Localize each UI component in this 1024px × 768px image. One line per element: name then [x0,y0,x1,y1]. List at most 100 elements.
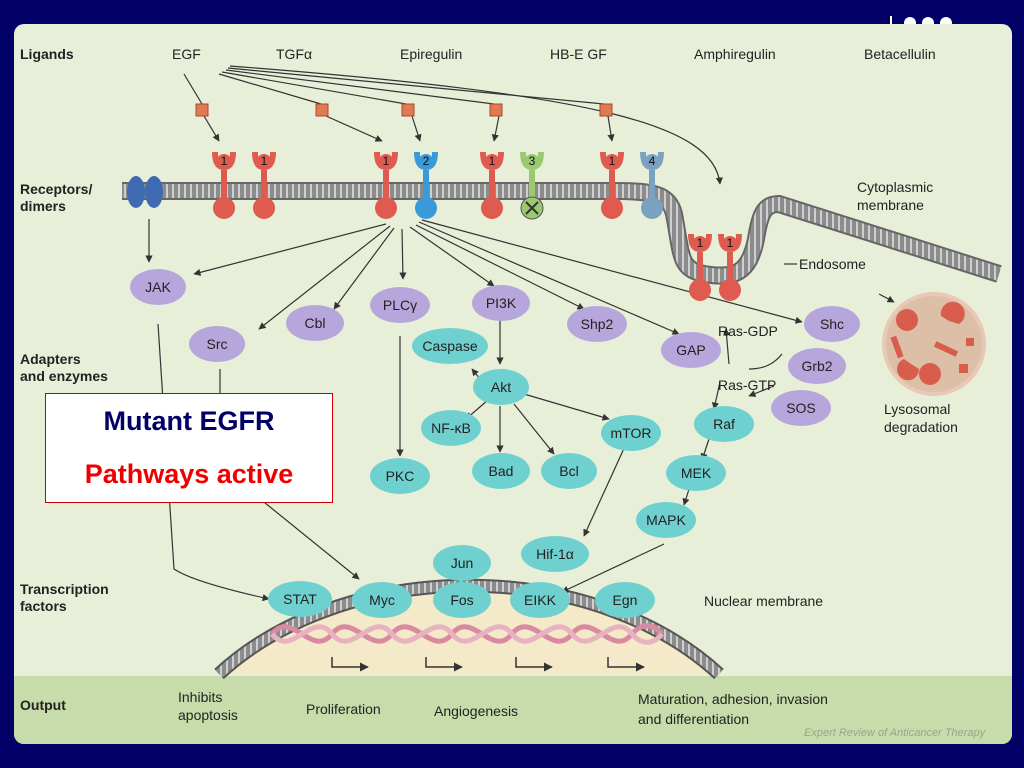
mutant-egfr-callout: Mutant EGFR Pathways active [45,393,333,503]
receptor-3: 3 [520,152,544,220]
receptor-number: 1 [727,236,734,250]
pi3k-molecule-label: PI3K [486,295,517,311]
gap-molecule-label: GAP [676,342,706,358]
output-angiogenesis: Angiogenesis [434,703,518,719]
row-label-receptors: Receptors/dimers [20,181,92,214]
receptor-number: 1 [261,154,268,168]
endosome-label: Endosome [799,256,866,272]
output-band [14,676,1012,744]
jak-molecule: JAK [130,269,186,305]
credit-watermark: Expert Review of Anticancer Therapy [804,727,987,739]
receptor-number: 1 [221,154,228,168]
myc-molecule-label: Myc [369,592,395,608]
hif1a-molecule-label: Hif-1α [536,546,574,562]
ligand-particle [599,103,613,117]
egn-molecule-label: Egn [613,592,638,608]
egn-molecule: Egn [595,582,655,618]
receptor-number: 2 [423,154,430,168]
mek-molecule: MEK [666,455,726,491]
gap-molecule: GAP [661,332,721,368]
row-label-ligands: Ligands [20,46,74,62]
mtor-molecule: mTOR [601,415,661,451]
jun-molecule: Jun [433,545,491,581]
bad-molecule-label: Bad [489,463,514,479]
receptor-number: 1 [383,154,390,168]
nfkb-molecule: NF-κB [421,410,481,446]
stat-molecule: STAT [268,581,332,617]
ligand-hb-egf: HB-E GF [550,46,607,62]
receptor-1: 1 [600,152,624,219]
shp2-molecule-label: Shp2 [581,316,614,332]
ligand-amphiregulin: Amphiregulin [694,46,776,62]
pkc-molecule-label: PKC [386,468,415,484]
ligand-epiregulin: Epiregulin [400,46,462,62]
nfkb-molecule-label: NF-κB [431,420,471,436]
jak-receptor-dimer [127,176,163,208]
eikk-molecule-label: EIKK [524,592,557,608]
lysosome [882,292,986,396]
receptor-number: 3 [529,154,536,168]
pathway-arrows [145,65,895,602]
raf-molecule-label: Raf [713,416,735,432]
fos-molecule: Fos [433,582,491,618]
ligand-names: EGF TGFα Epiregulin HB-E GF Amphiregulin… [172,46,936,62]
cbl-molecule: Cbl [286,305,344,341]
receptor-1: 1 [718,234,742,301]
ligand-tgfa: TGFα [276,46,312,62]
jak-molecule-label: JAK [145,279,171,295]
jun-molecule-label: Jun [451,555,474,571]
caspase-molecule-label: Caspase [422,338,477,354]
receptor-number: 4 [649,154,656,168]
receptor-1: 1 [688,234,712,301]
receptor-2: 2 [414,152,438,219]
receptor-1: 1 [374,152,398,219]
shc-molecule-label: Shc [820,316,844,332]
grb2-molecule: Grb2 [788,348,846,384]
pkc-molecule: PKC [370,458,430,494]
shc-molecule: Shc [804,306,860,342]
receptor-layer: 1 1 1 2 1 3 1 4 1 1 [127,152,742,301]
receptor-4: 4 [640,152,664,219]
akt-molecule-label: Akt [491,379,511,395]
caspase-molecule: Caspase [412,328,488,364]
output-proliferation: Proliferation [306,701,381,717]
callout-title: Mutant EGFR [103,406,275,436]
bad-molecule: Bad [472,453,530,489]
eikk-molecule: EIKK [510,582,570,618]
pi3k-molecule: PI3K [472,285,530,321]
receptor-number: 1 [697,236,704,250]
receptor-1: 1 [212,152,236,219]
mapk-molecule: MAPK [636,502,696,538]
receptor-number: 1 [489,154,496,168]
plcg-molecule: PLCγ [370,287,430,323]
mapk-molecule-label: MAPK [646,512,686,528]
receptor-1: 1 [480,152,504,219]
bcl-molecule-label: Bcl [559,463,578,479]
mtor-molecule-label: mTOR [611,425,652,441]
ras-gdp-label: Ras-GDP [718,323,778,339]
callout-subtitle: Pathways active [84,459,294,489]
raf-molecule: Raf [694,406,754,442]
grb2-molecule-label: Grb2 [801,358,832,374]
ligand-particle [315,103,329,117]
ligand-particle [489,103,503,117]
myc-molecule: Myc [352,582,412,618]
plcg-molecule-label: PLCγ [383,297,417,313]
hif1a-molecule: Hif-1α [521,536,589,572]
gene-promoter-arrows [331,657,645,672]
cbl-molecule-label: Cbl [304,315,325,331]
dna-helix [270,623,664,645]
fos-molecule-label: Fos [450,592,473,608]
ligand-betacellulin: Betacellulin [864,46,936,62]
